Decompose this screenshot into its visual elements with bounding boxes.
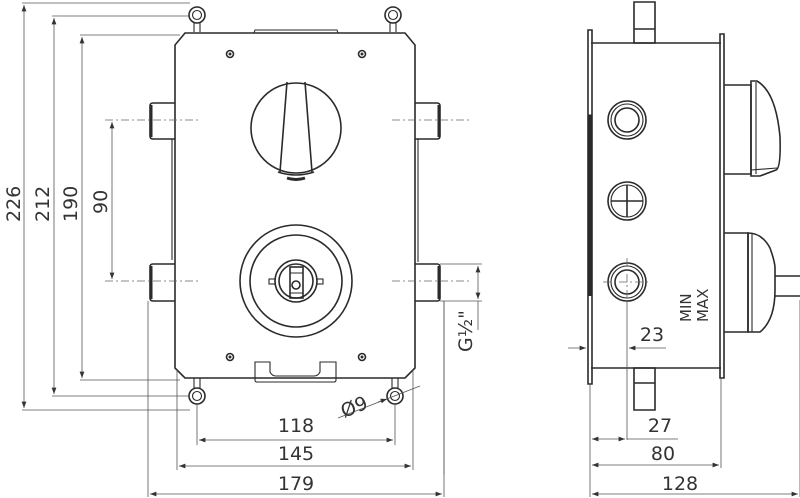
mounting-lug-bottom-left [188, 378, 206, 405]
side-knob [724, 80, 781, 177]
temperature-knob [250, 81, 342, 181]
dim-179: 179 [278, 473, 314, 495]
dim-90: 90 [90, 190, 112, 214]
port-right-top [415, 102, 441, 262]
hole-diameter-callout: Ø9 [338, 385, 421, 423]
port-left-bottom [149, 263, 175, 302]
dim-23: 23 [640, 324, 664, 346]
side-dimensions: 23 27 80 128 [568, 300, 800, 497]
mounting-lug-top-left [188, 6, 206, 32]
dim-212: 212 [32, 186, 54, 222]
port-left-top [149, 102, 175, 260]
dim-226: 226 [3, 186, 25, 222]
label-min: MIN [677, 293, 695, 322]
side-port-circles [603, 100, 651, 302]
dim-80: 80 [651, 443, 675, 465]
dim-diameter: Ø9 [338, 392, 371, 423]
front-view: 226 212 190 90 G½" 118 145 179 [3, 2, 482, 497]
vertical-dimensions: 226 212 190 90 [3, 2, 190, 411]
port-right-bottom [415, 263, 441, 302]
dim-145: 145 [278, 443, 314, 465]
dim-118: 118 [278, 415, 314, 437]
bottom-bracket [254, 361, 337, 383]
side-view: MIN MAX 23 27 80 128 [568, 1, 800, 497]
screw-holes [225, 49, 367, 362]
mounting-lug-top-right [384, 6, 402, 32]
valve-body-outline [174, 32, 416, 379]
dim-thread: G½" [455, 310, 477, 352]
dim-128: 128 [662, 473, 698, 495]
label-max: MAX [694, 289, 712, 322]
thread-dimension: G½" [440, 263, 482, 475]
dim-27: 27 [648, 415, 672, 437]
diverter-cartridge [239, 224, 353, 338]
horizontal-dimensions: 118 145 179 [147, 301, 445, 497]
side-diverter [724, 232, 800, 333]
side-body-outline [591, 42, 721, 369]
dim-190: 190 [60, 186, 82, 222]
mounting-lug-bottom-right [386, 378, 404, 405]
